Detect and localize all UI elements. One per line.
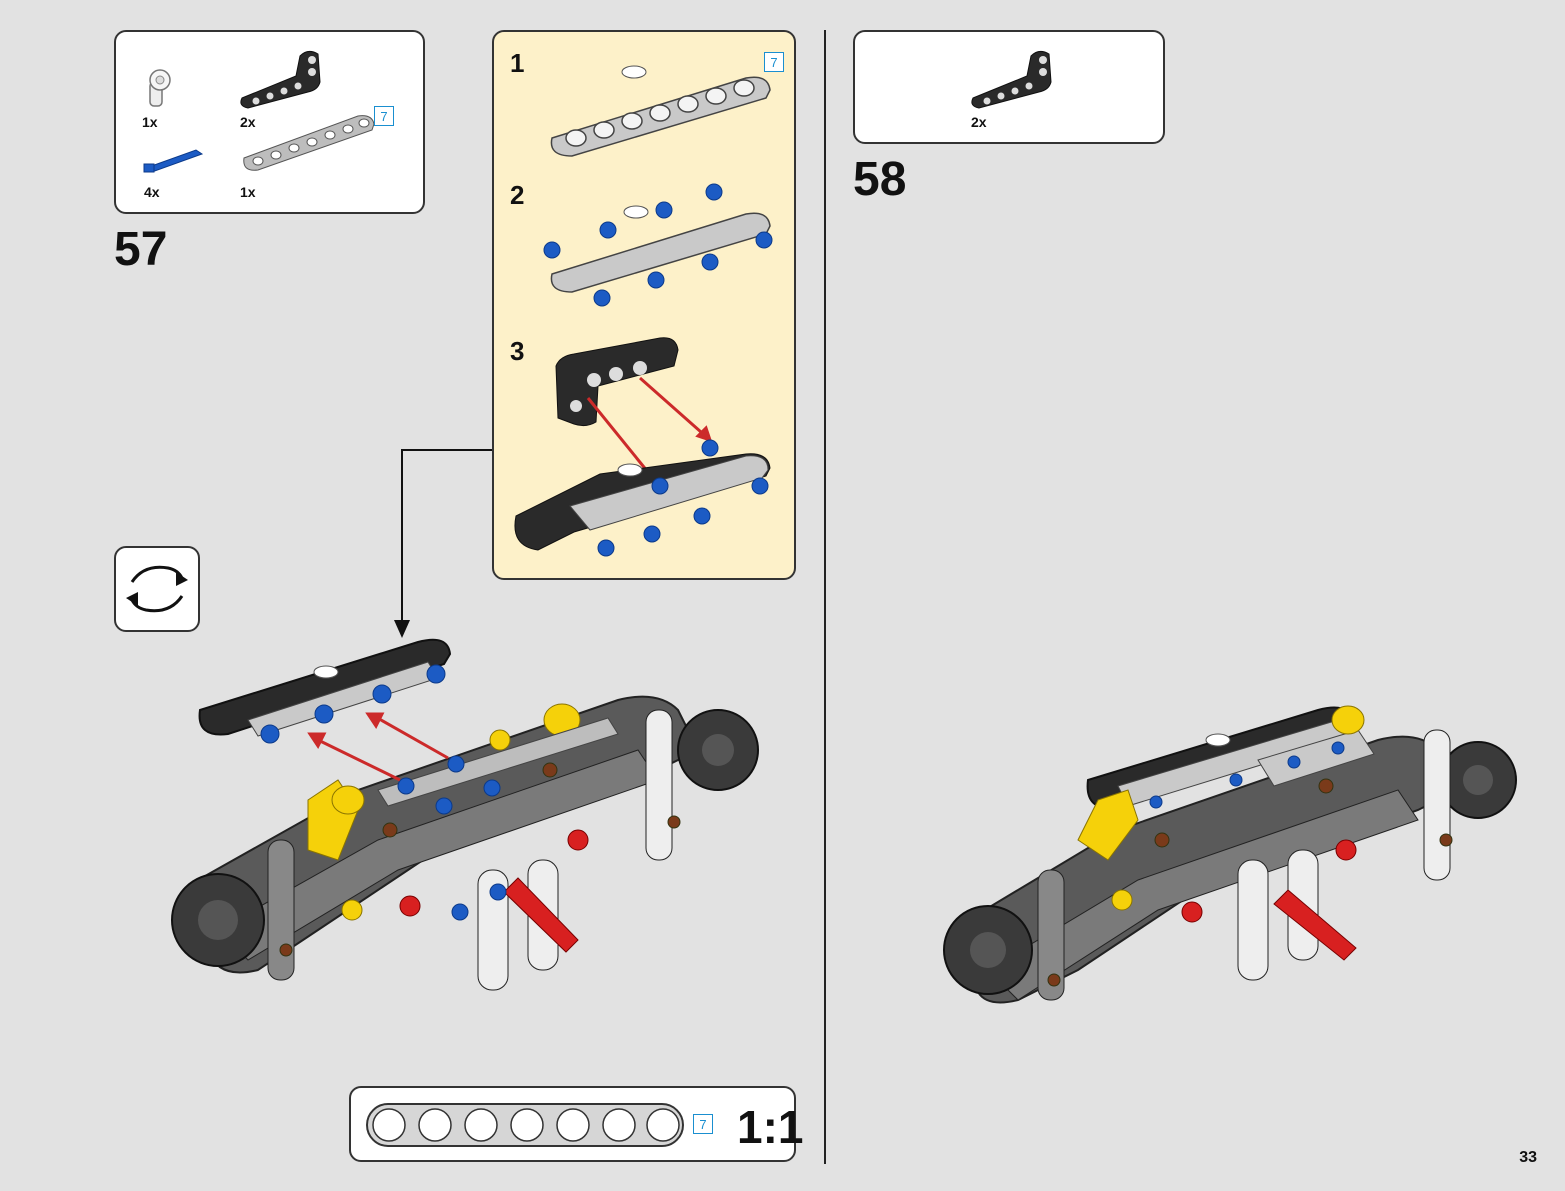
part-qty: 4x <box>144 184 160 200</box>
scale-ruler-box: 7 1:1 <box>349 1086 803 1162</box>
part-qty: 2x <box>240 114 256 130</box>
angle-beam-icon <box>971 50 1052 109</box>
connector-pin-icon <box>149 69 171 107</box>
callout-leader-arrow <box>394 449 492 638</box>
parts-list-step-57: 1x 2x 4x 1x 7 <box>114 30 425 214</box>
beam-length-tag: 7 <box>764 52 784 72</box>
substep-number: 2 <box>510 180 525 210</box>
blue-pin-icon <box>143 149 204 173</box>
step-number: 58 <box>853 153 907 206</box>
beam-length-tag: 7 <box>374 106 394 126</box>
substep-1-beam-illustration <box>550 65 771 157</box>
substep-2-beam-pins-illustration <box>543 183 773 307</box>
angle-beam-icon <box>240 50 321 109</box>
part-qty: 2x <box>971 114 987 130</box>
step-57-model-illustration <box>171 638 759 991</box>
parts-list-step-58: 2x <box>853 30 1165 144</box>
substep-3-assembly-illustration <box>514 337 771 557</box>
scale-label: 1:1 <box>737 1101 804 1153</box>
beam-7-scale-icon <box>366 1103 684 1147</box>
beam-length-tag: 7 <box>693 1114 713 1134</box>
beam-7-icon <box>243 115 375 171</box>
page-number: 33 <box>1519 1149 1537 1166</box>
step-58-model-illustration <box>943 705 1517 1004</box>
rotate-model-indicator <box>114 546 200 632</box>
step-number: 57 <box>114 223 168 276</box>
page-divider <box>824 30 826 1164</box>
part-qty: 1x <box>240 184 256 200</box>
substep-number: 3 <box>510 336 525 366</box>
rotate-arrows-icon <box>126 565 188 613</box>
part-qty: 1x <box>142 114 158 130</box>
substep-number: 1 <box>510 48 525 78</box>
sub-assembly-callout: 1 7 2 3 <box>492 30 796 580</box>
